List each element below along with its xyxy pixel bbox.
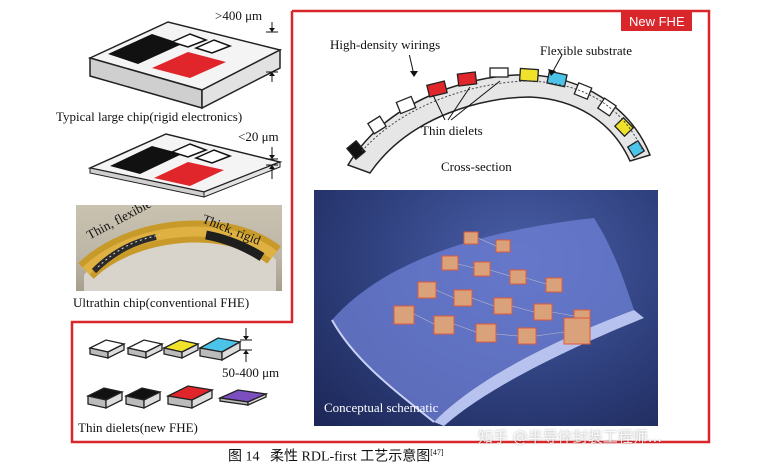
dim-400-label: >400 μm: [215, 8, 263, 23]
thin-dielets-illustration: [86, 337, 269, 410]
ultrathin-chip-label: Ultrathin chip(conventional FHE): [73, 295, 250, 310]
red-die: [152, 52, 226, 78]
thin-dielets-label: Thin dielets: [421, 123, 483, 138]
thin-dielets-new-label: Thin dielets(new FHE): [78, 420, 198, 435]
dim-50-400-label: 50-400 μm: [222, 365, 280, 380]
zhihu-watermark: 知乎 @半导体封装工程师...: [478, 428, 663, 446]
dim-arrow-50-400: [240, 328, 252, 362]
cross-section-label: Cross-section: [441, 159, 512, 174]
cross-section-diagram: [345, 55, 652, 174]
high-density-label: High-density wirings: [330, 37, 441, 52]
caption-text: 柔性 RDL-first 工艺示意图: [270, 449, 431, 465]
caption-ref: [47]: [430, 448, 444, 457]
conceptual-label: Conceptual schematic: [324, 400, 439, 415]
typical-chip-label: Typical large chip(rigid electronics): [56, 109, 243, 124]
typical-chip-illustration: [87, 21, 283, 110]
dim-20-label: <20 μm: [238, 129, 279, 144]
conceptual-schematic: Conceptual schematic: [314, 190, 658, 426]
flexible-substrate-label: Flexible substrate: [540, 43, 633, 58]
dim-arrow-20: [266, 147, 278, 179]
black-die: [108, 34, 182, 64]
dim-arrow-400: [266, 22, 278, 82]
figure-caption: 图 14 柔性 RDL-first 工艺示意图[47]: [228, 449, 444, 465]
ultrathin-chip-photo: Thin, flexible Thick, rigid: [76, 205, 282, 291]
new-fhe-tag: New FHE: [621, 12, 692, 31]
thin-chip-illustration: [87, 133, 283, 198]
caption-prefix: 图 14: [228, 449, 260, 465]
